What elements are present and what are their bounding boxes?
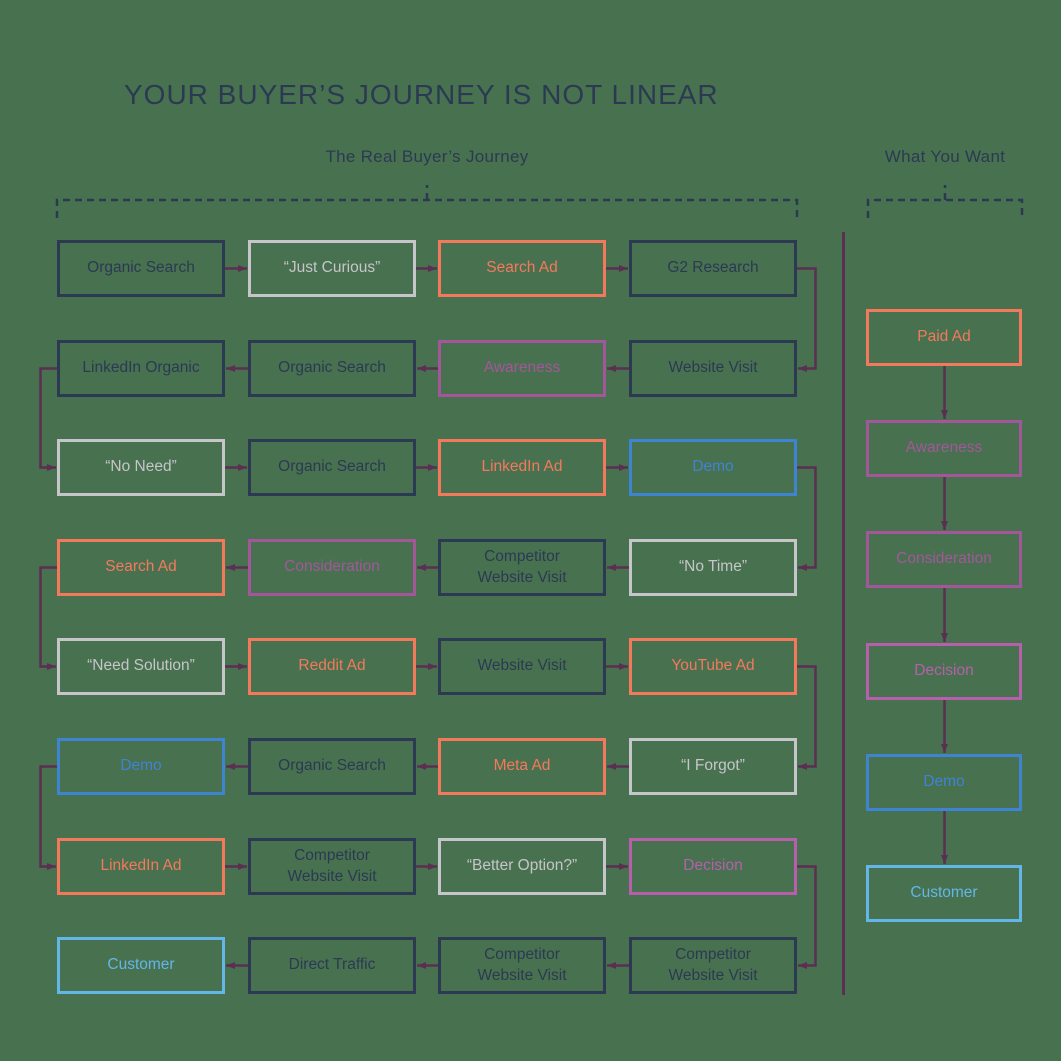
node-label: “No Time” [678,558,748,576]
wrap-connector-arrow [39,765,57,870]
node-label: Customer [910,884,978,902]
node-label: Demo [692,458,734,476]
node-journey-r1c1: Organic Search [57,240,225,297]
node-journey-r1c2: “Just Curious” [248,240,416,297]
wrap-connector-arrow [797,865,817,969]
node-want-3: Consideration [866,531,1022,588]
node-label: Demo [923,773,965,791]
node-label: Reddit Ad [298,657,366,675]
node-journey-r4c2: Consideration [248,539,416,596]
node-label: Awareness [905,439,983,457]
node-label: Search Ad [105,558,177,576]
node-journey-r4c4: “No Time” [629,539,797,596]
node-label: Decision [914,662,974,680]
node-label: Website Visit [477,657,567,675]
node-journey-r6c1: Demo [57,738,225,795]
node-label: Consideration [896,550,992,568]
node-journey-r2c2: Organic Search [248,340,416,397]
node-label: Meta Ad [493,757,551,775]
node-journey-r7c4: Decision [629,838,797,895]
page-title: YOUR BUYER’S JOURNEY IS NOT LINEAR [124,79,719,110]
node-label: “No Need” [105,458,177,476]
node-label: LinkedIn Ad [481,458,563,476]
node-label: Customer [107,956,175,974]
node-label: Organic Search [278,757,386,775]
node-label: Organic Search [278,458,386,476]
node-journey-r8c3: Competitor Website Visit [438,937,606,994]
node-label: Organic Search [87,259,195,277]
node-label: Competitor Website Visit [287,847,377,885]
node-journey-r5c4: YouTube Ad [629,638,797,695]
node-label: “Better Option?” [466,857,578,875]
node-label: Paid Ad [917,328,971,346]
node-journey-r6c4: “I Forgot” [629,738,797,795]
node-label: Decision [683,857,743,875]
node-journey-r5c3: Website Visit [438,638,606,695]
node-journey-r6c3: Meta Ad [438,738,606,795]
node-journey-r8c4: Competitor Website Visit [629,937,797,994]
node-label: “Just Curious” [283,259,381,277]
node-label: LinkedIn Ad [100,857,182,875]
node-label: Demo [120,757,162,775]
wrap-connector-arrow [797,267,817,372]
node-journey-r4c3: Competitor Website Visit [438,539,606,596]
node-label: Organic Search [278,359,386,377]
node-journey-r5c1: “Need Solution” [57,638,225,695]
node-journey-r8c2: Direct Traffic [248,937,416,994]
connector-group [39,232,948,995]
bracket-group [55,185,1024,218]
node-label: “Need Solution” [87,657,195,675]
real-journey-section-title: The Real Buyer’s Journey [325,147,529,166]
node-label: Awareness [483,359,561,377]
node-label: Competitor Website Visit [477,548,567,586]
what-you-want-bracket [866,198,1024,218]
node-label: Search Ad [486,259,558,277]
node-label: Competitor Website Visit [668,946,758,984]
node-journey-r6c2: Organic Search [248,738,416,795]
node-journey-r7c2: Competitor Website Visit [248,838,416,895]
node-label: “I Forgot” [681,757,745,775]
node-journey-r7c1: LinkedIn Ad [57,838,225,895]
node-want-1: Paid Ad [866,309,1022,366]
node-journey-r3c1: “No Need” [57,439,225,496]
node-journey-r3c2: Organic Search [248,439,416,496]
node-label: G2 Research [667,259,759,277]
node-journey-r1c4: G2 Research [629,240,797,297]
node-journey-r3c3: LinkedIn Ad [438,439,606,496]
wrap-connector-arrow [797,466,817,571]
real-journey-bracket [55,198,799,218]
node-journey-r5c2: Reddit Ad [248,638,416,695]
node-journey-r3c4: Demo [629,439,797,496]
node-want-2: Awareness [866,420,1022,477]
node-journey-r4c1: Search Ad [57,539,225,596]
wrap-connector-arrow [797,665,817,770]
node-journey-r2c1: LinkedIn Organic [57,340,225,397]
node-label: Direct Traffic [288,956,376,974]
node-journey-r2c4: Website Visit [629,340,797,397]
wrap-connector-arrow [39,566,57,670]
node-label: Website Visit [668,359,758,377]
node-journey-r8c1: Customer [57,937,225,994]
node-want-6: Customer [866,865,1022,922]
node-label: Consideration [284,558,380,576]
what-you-want-section-title: What You Want [884,147,1006,166]
node-want-5: Demo [866,754,1022,811]
node-journey-r1c3: Search Ad [438,240,606,297]
wrap-connector-arrow [39,367,57,471]
node-label: YouTube Ad [671,657,755,675]
node-label: LinkedIn Organic [82,359,200,377]
node-want-4: Decision [866,643,1022,700]
node-journey-r2c3: Awareness [438,340,606,397]
node-label: Competitor Website Visit [477,946,567,984]
node-journey-r7c3: “Better Option?” [438,838,606,895]
